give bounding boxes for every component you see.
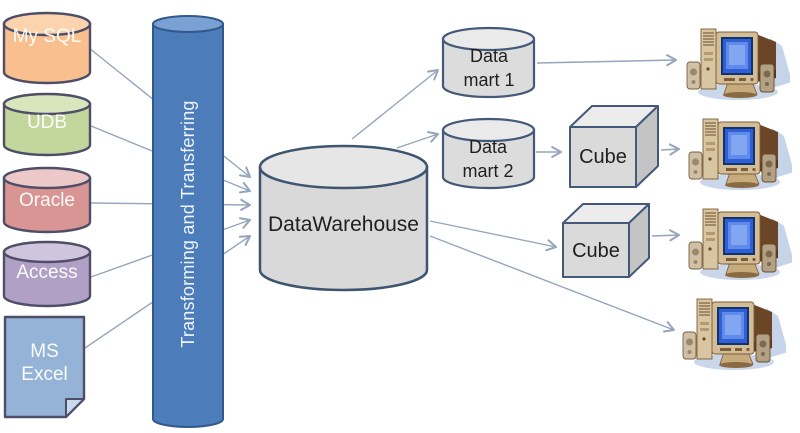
etl-pipe-cylinder: [152, 15, 224, 428]
cube-2: [562, 203, 650, 278]
client-computer-4: [682, 298, 786, 371]
access-cylinder: [2, 240, 92, 308]
client-computer-3: [688, 208, 792, 281]
mysql-cylinder: [2, 11, 92, 85]
oracle-cylinder: [2, 166, 92, 234]
data-warehouse-cylinder: [258, 144, 429, 292]
ms-excel-document: [3, 315, 86, 419]
cube-1: [569, 105, 659, 188]
client-computer-1: [686, 28, 790, 101]
udb-cylinder: [2, 92, 92, 157]
client-computer-2: [688, 118, 792, 191]
data-mart-2-cylinder: [441, 117, 536, 190]
warehouse-distribution-arrows: [351, 54, 681, 333]
data-mart-1-cylinder: [441, 26, 536, 99]
